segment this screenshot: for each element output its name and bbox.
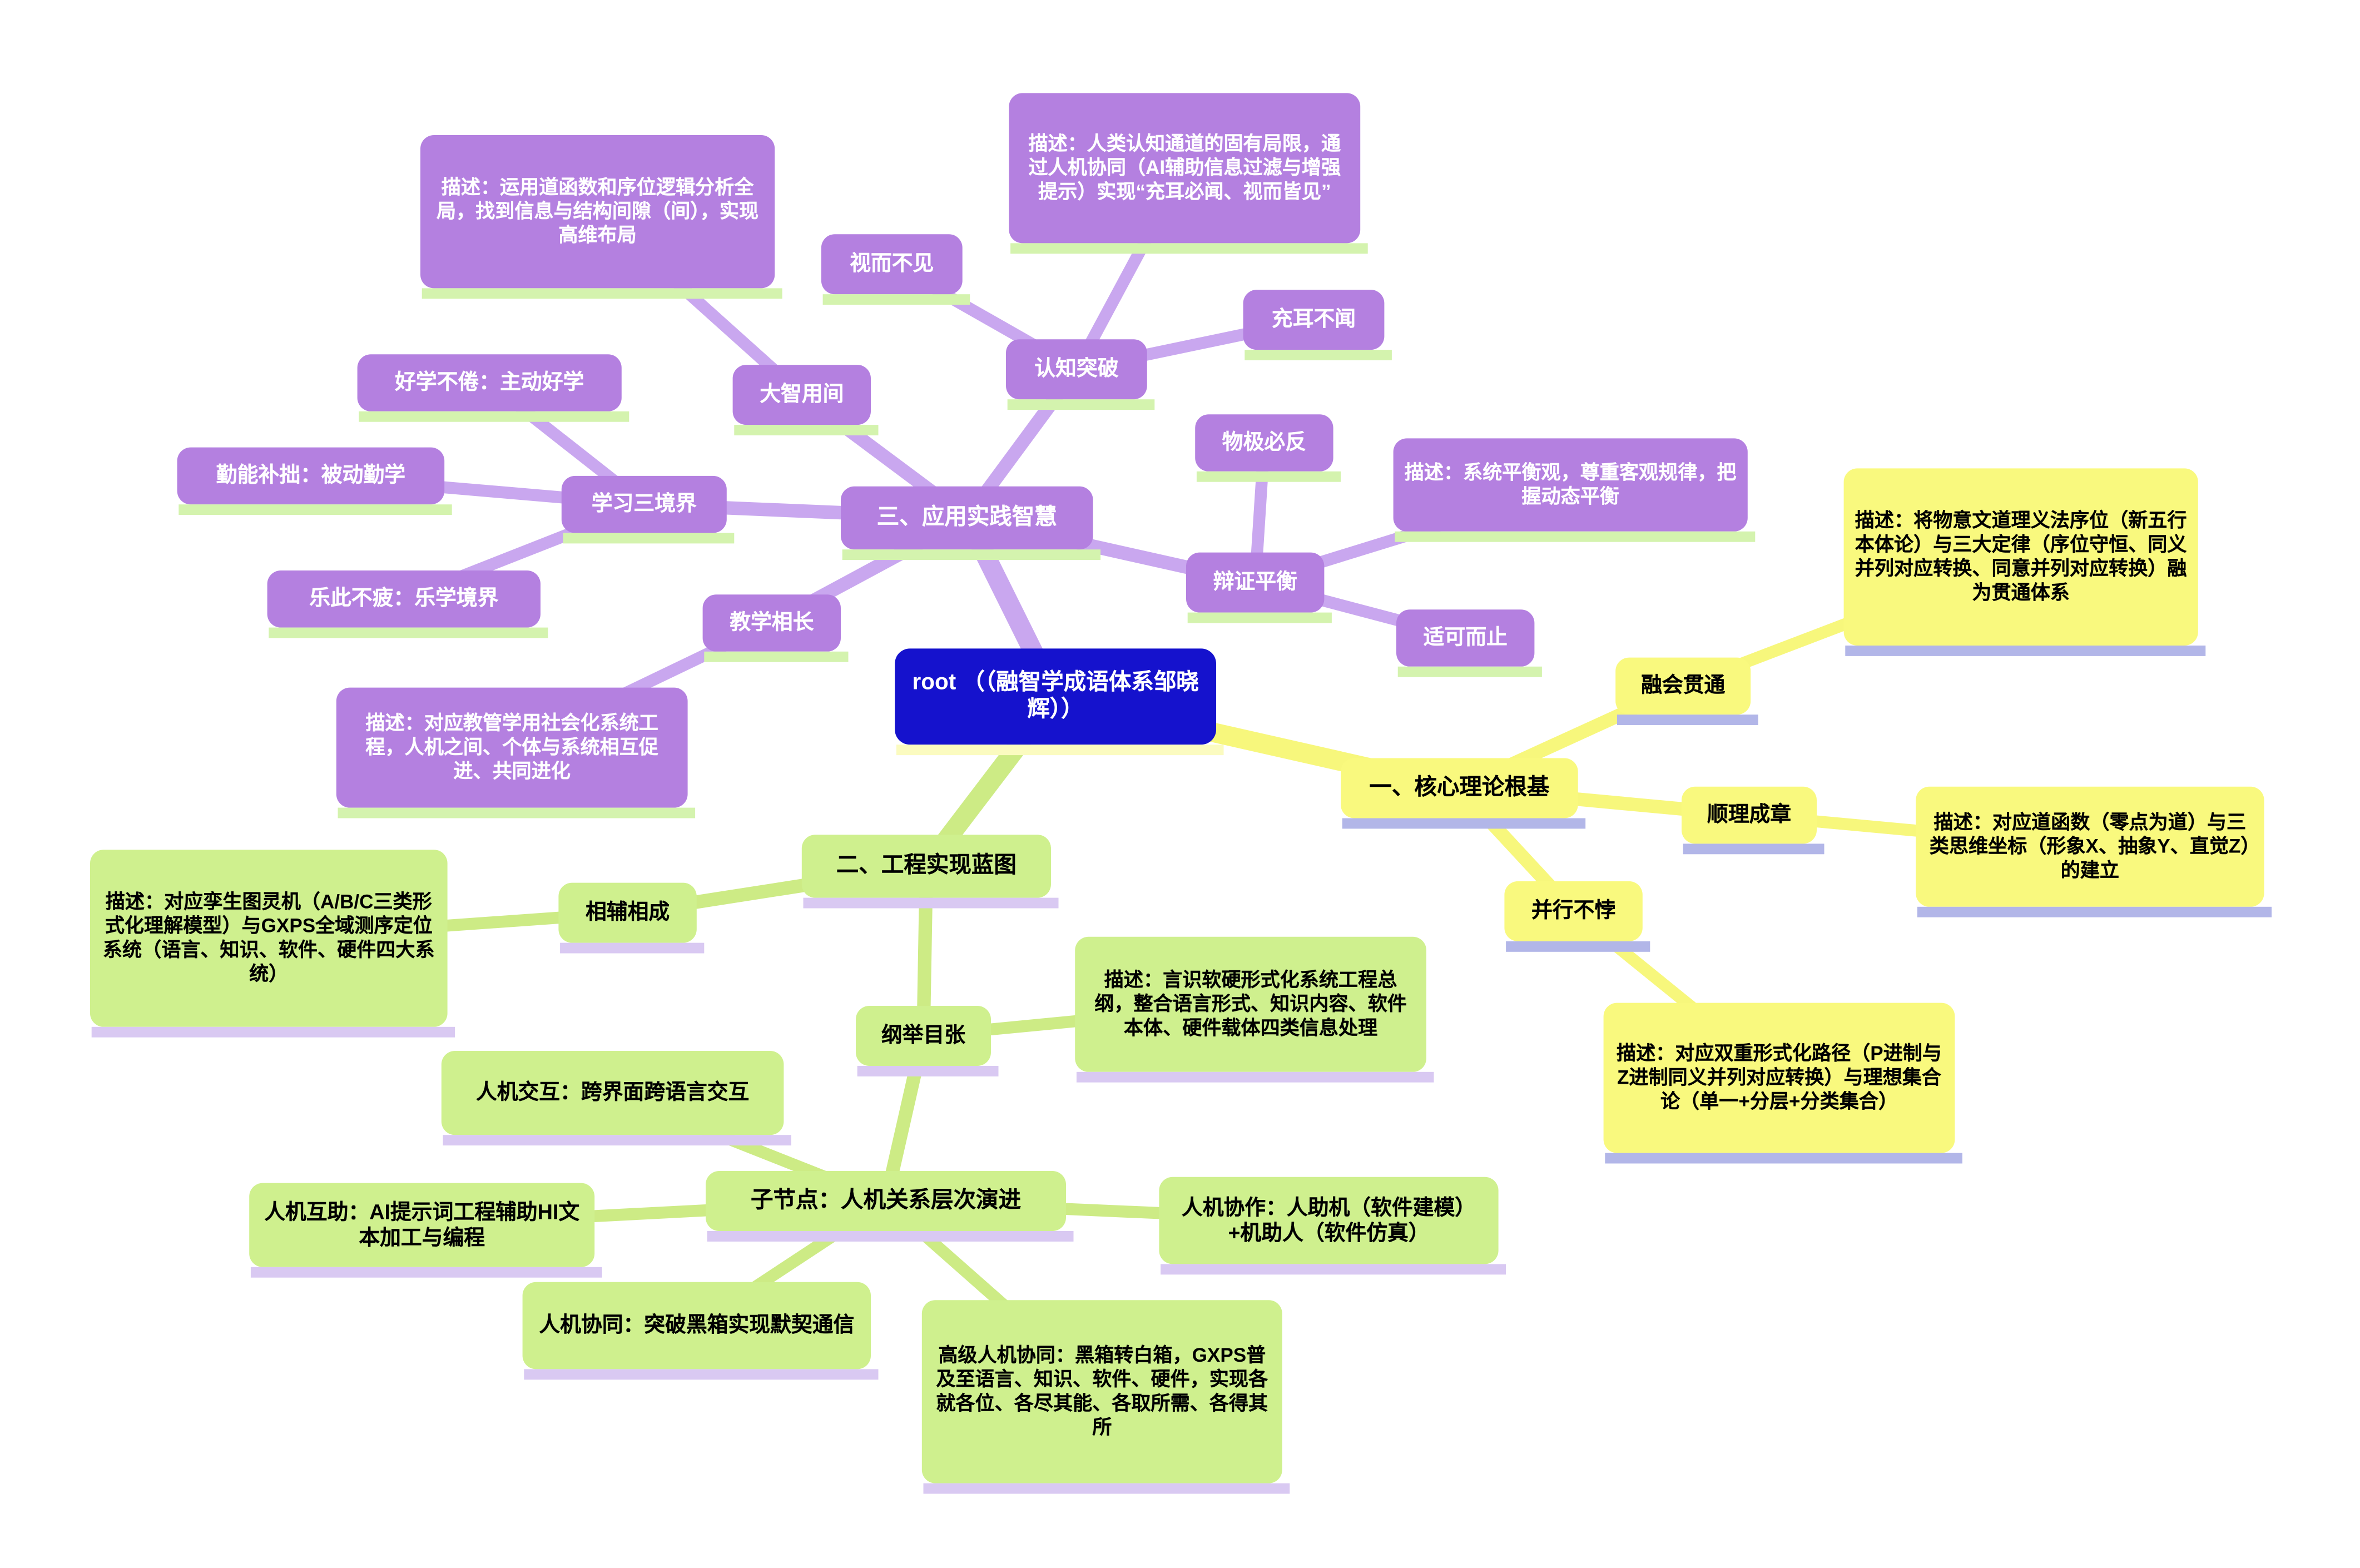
node-mutual-complement[interactable]: 相辅相成 [558,882,705,954]
node-extremes-reverse[interactable]: 物极必反 [1195,414,1341,482]
node-diligence-compensates[interactable]: 勤能补拙：被动勤学 [177,447,452,515]
node-guiding-principles[interactable]: 纲举目张 [856,1006,999,1076]
node-twin-turing-desc[interactable]: 描述：对应孪生图灵机（A/B/C三类形式化理解模型）与GXPS全域测序定位系统（… [90,850,455,1038]
node-integrate-mastery[interactable]: 融会贯通 [1615,657,1758,726]
node-eager-learning[interactable]: 好学不倦：主动好学 [357,354,629,422]
node-dao-function-coords-desc[interactable]: 描述：对应道函数（零点为道）与三类思维坐标（形象X、抽象Y、直觉Z）的建立 [1916,786,2272,917]
node-cognition-breakthrough[interactable]: 认知突破 [1006,339,1155,410]
node-formalization-outline-desc[interactable]: 描述：言识软硬形式化系统工程总纲，整合语言形式、知识内容、软件本体、硬件载体四类… [1075,936,1434,1083]
node-human-computer-interaction[interactable]: 人机交互：跨界面跨语言交互 [441,1051,791,1146]
node-logical-coherence[interactable]: 顺理成章 [1682,786,1824,855]
node-dao-function-layout-desc[interactable]: 描述：运用道函数和序位逻辑分析全局，找到信息与结构间隙（间），实现高维布局 [420,135,782,299]
node-cognitive-channel-desc[interactable]: 描述：人类认知通道的固有局限，通过人机协同（AI辅助信息过滤与增强提示）实现“充… [1009,93,1368,254]
node-big-wisdom-uses-gaps[interactable]: 大智用间 [732,365,879,436]
node-branch2-engineering-blueprint[interactable]: 二、工程实现蓝图 [801,835,1059,909]
node-subnode-hmr-evolution[interactable]: 子节点：人机关系层次演进 [706,1171,1074,1242]
node-human-machine-collaboration[interactable]: 人机协作：人助机（软件建模）+机助人（软件仿真） [1159,1177,1506,1275]
node-learning-three-realms[interactable]: 学习三境界 [561,475,735,544]
node-joyful-learning[interactable]: 乐此不疲：乐学境界 [267,570,548,638]
node-human-machine-assistance[interactable]: 人机互助：AI提示词工程辅助HI文本加工与编程 [249,1183,602,1278]
node-system-balance-desc[interactable]: 描述：系统平衡观，尊重客观规律，把握动态平衡 [1393,438,1756,542]
node-parallel-compatible[interactable]: 并行不悖 [1504,881,1650,952]
node-root[interactable]: root （（融智学成语体系邹晓辉）） [895,648,1224,756]
node-moderation[interactable]: 适可而止 [1396,609,1542,677]
node-branch3-applied-practice-wisdom[interactable]: 三、应用实践智慧 [841,486,1101,560]
node-advanced-synergy-desc[interactable]: 高级人机协同：黑箱转白箱，GXPS普及至语言、知识、软件、硬件，实现各就各位、各… [921,1300,1290,1494]
node-human-machine-synergy[interactable]: 人机协同：突破黑箱实现默契通信 [522,1282,879,1380]
node-hear-not-listen[interactable]: 充耳不闻 [1243,290,1392,361]
node-dialectical-balance[interactable]: 辩证平衡 [1186,552,1332,623]
node-branch1-core-theory[interactable]: 一、核心理论根基 [1341,758,1586,829]
node-social-system-desc[interactable]: 描述：对应教管学用社会化系统工程，人机之间、个体与系统相互促进、共同进化 [336,687,696,818]
node-see-not-perceive[interactable]: 视而不见 [821,234,970,305]
node-dual-formalization-desc[interactable]: 描述：对应双重形式化路径（P进制与Z进制同义并列对应转换）与理想集合论（单一+分… [1603,1003,1962,1164]
node-five-elements-desc[interactable]: 描述：将物意文道理义法序位（新五行本体论）与三大定律（序位守恒、同义并列对应转换… [1843,468,2206,656]
node-teaching-learning-growth[interactable]: 教学相长 [702,594,849,662]
